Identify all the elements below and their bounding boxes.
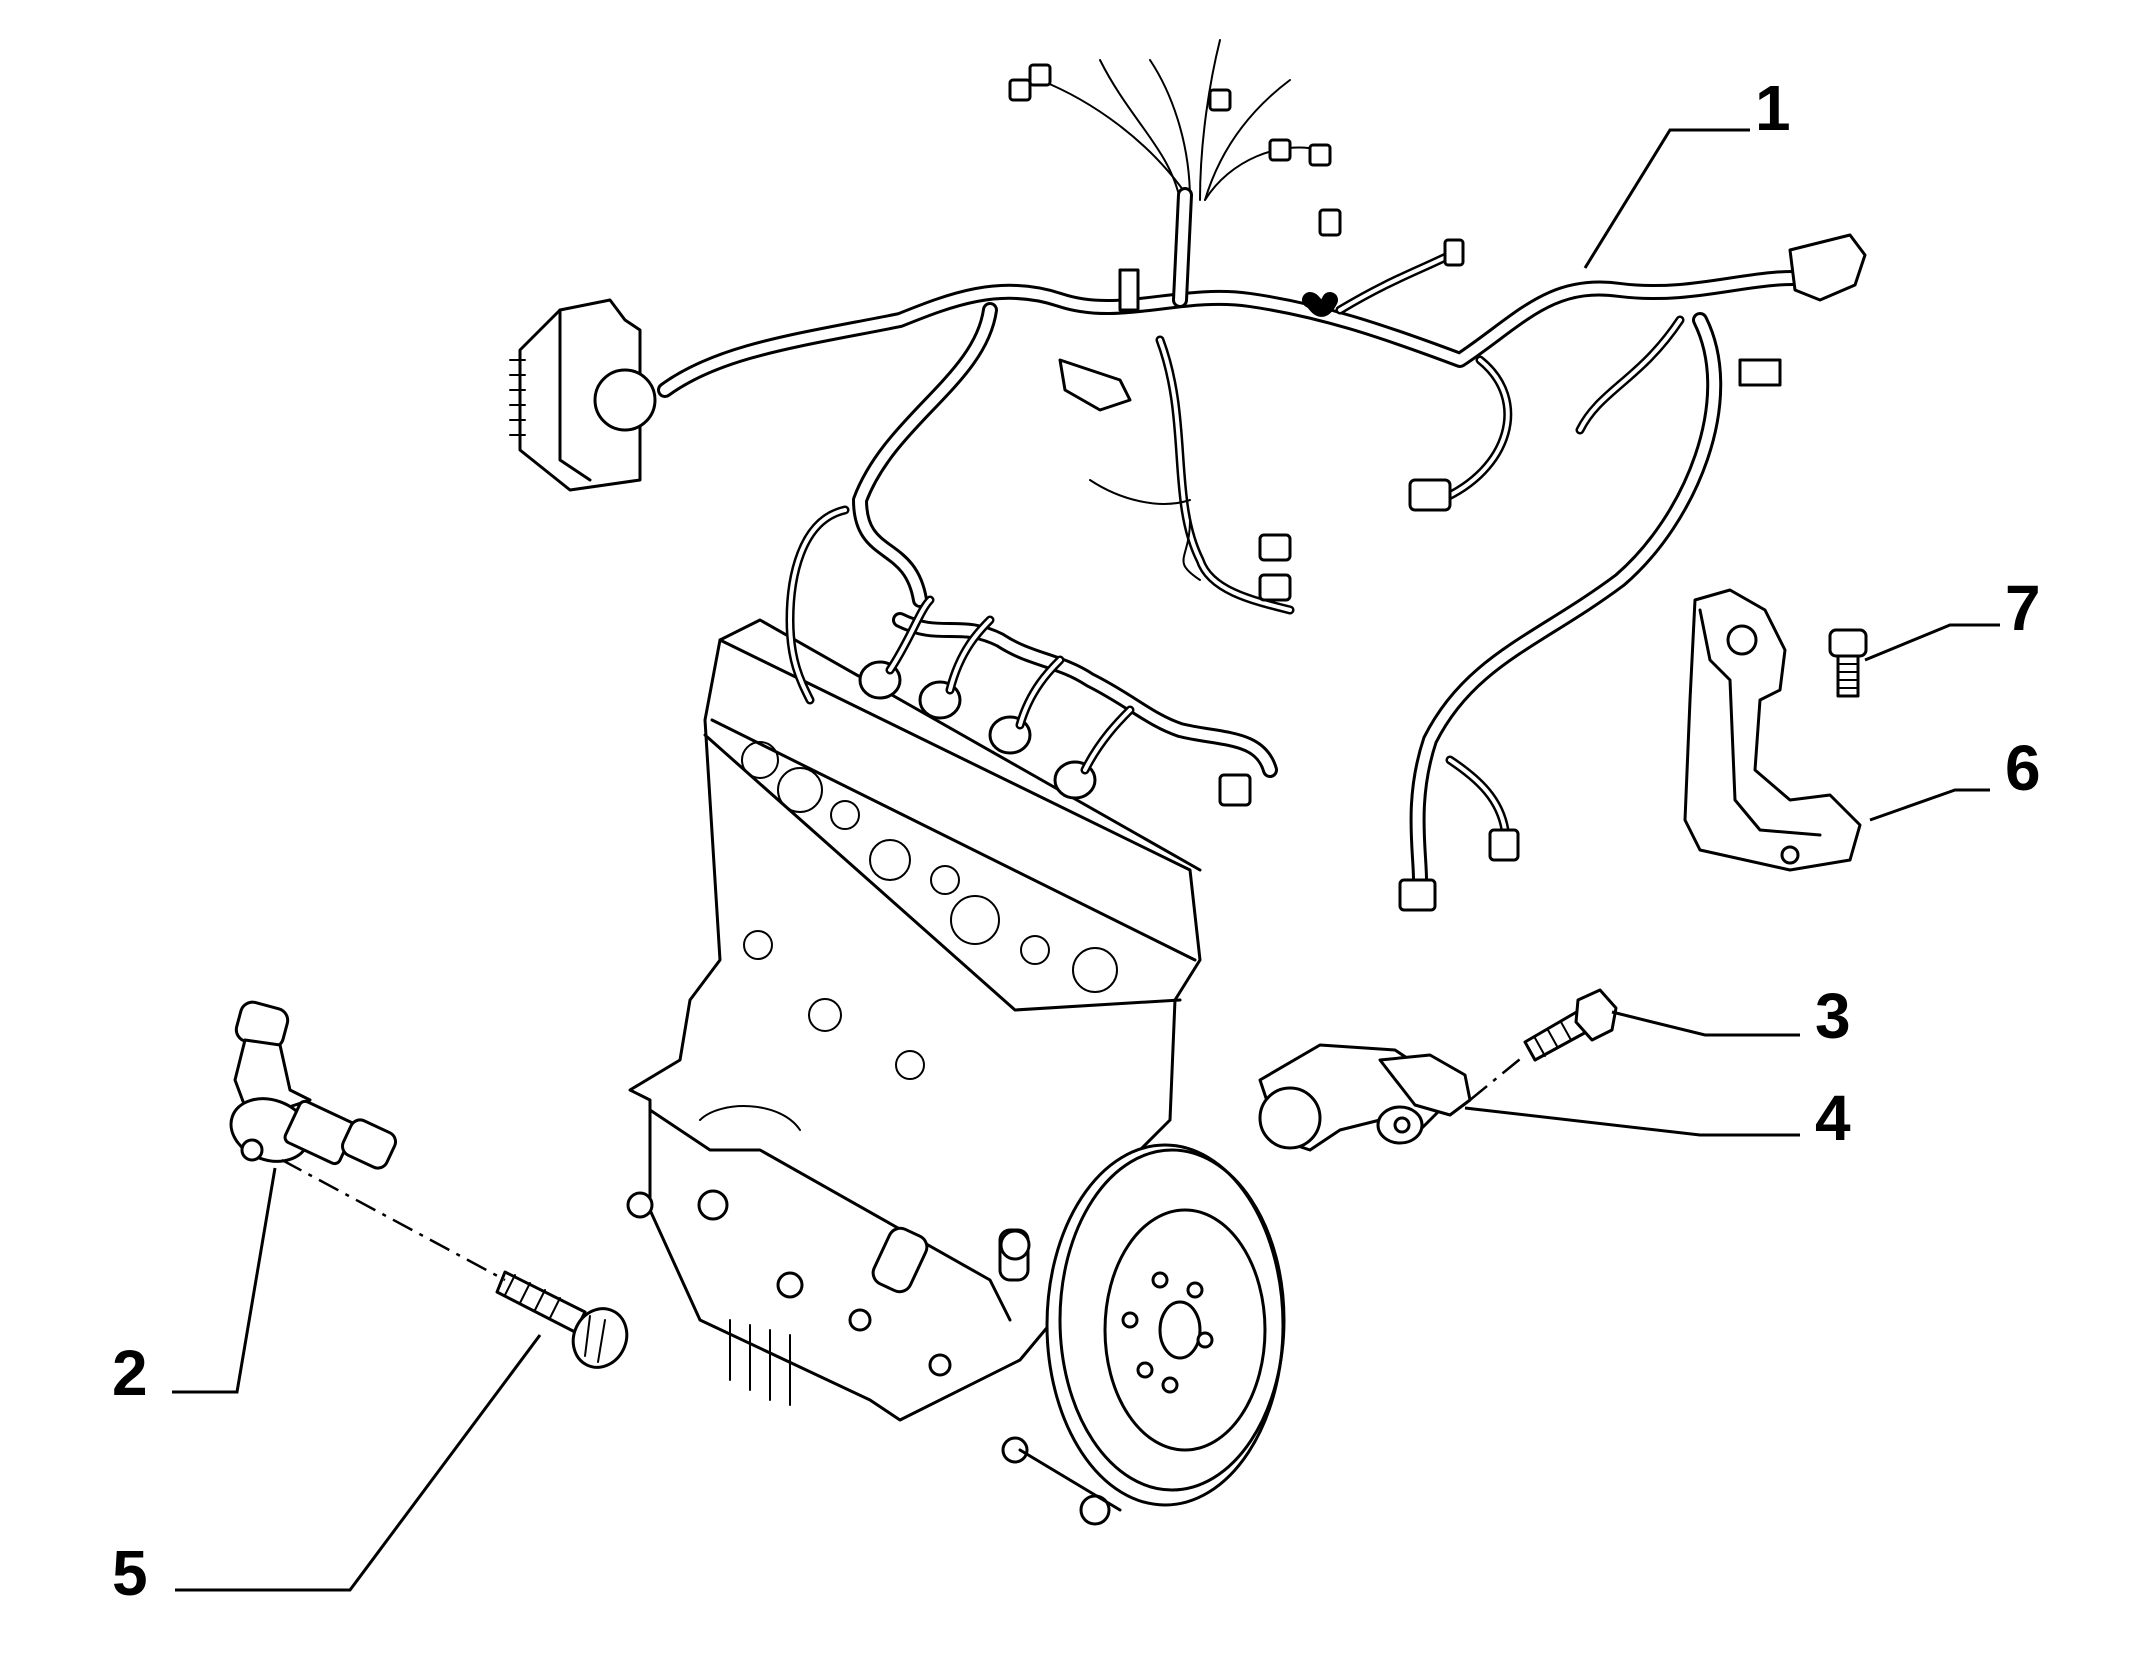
sensor-4 <box>1258 1043 1472 1152</box>
bolt-3 <box>1523 988 1618 1062</box>
callout-5: 5 <box>112 1537 148 1609</box>
wiring-harness <box>509 39 1867 912</box>
bolt-5 <box>495 1270 629 1369</box>
callout-2: 2 <box>112 1337 148 1409</box>
sensor-2 <box>229 1000 397 1170</box>
callout-3: 3 <box>1815 980 1851 1052</box>
bracket <box>1683 588 1862 872</box>
assembly-line-3-4 <box>1469 1054 1526 1101</box>
engine-block <box>626 618 1202 1526</box>
bolt-7 <box>1828 628 1868 698</box>
assembly-line-2-5 <box>281 1158 506 1282</box>
flywheel <box>1045 1143 1286 1507</box>
callout-1: 1 <box>1755 72 1791 144</box>
callout-6: 6 <box>2005 732 2041 804</box>
callout-7: 7 <box>2005 572 2041 644</box>
leader-lines <box>172 128 2000 1592</box>
callout-4: 4 <box>1815 1082 1851 1154</box>
